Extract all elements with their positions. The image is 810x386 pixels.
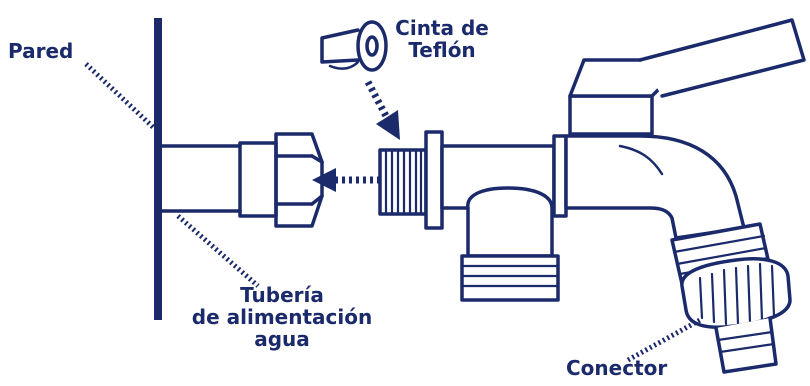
faucet-handle [568,18,806,136]
supply-pipe-label-line-1: Tubería [240,283,324,307]
teflon-tape-label-line-2: Teflón [408,38,476,62]
connector-leader [626,317,702,363]
supply-pipe-label-line-3: agua [254,327,310,351]
wall-label: Pared [8,39,74,63]
wall-leader [84,62,156,130]
faucet-inlet-thread [378,130,444,230]
teflon-tape-label-line-1: Cinta de [395,16,489,40]
pipe-hex-nut [274,132,324,228]
supply-pipe [160,141,278,218]
faucet-body [440,134,746,302]
supply-pipe-label: Tubería de alimentación agua [172,284,392,350]
teflon-tape-label: Cinta de Teflón [384,17,500,61]
teflon-tape-roll-icon [320,20,388,72]
insertion-arrow-icon [312,168,380,192]
supply-pipe-label-line-2: de alimentación [191,305,373,329]
spout-connector [670,222,792,374]
wall-line [154,18,162,320]
screw-arrow-icon [364,80,400,140]
connector-label: Conector [566,356,668,380]
pipe-leader [176,214,260,288]
